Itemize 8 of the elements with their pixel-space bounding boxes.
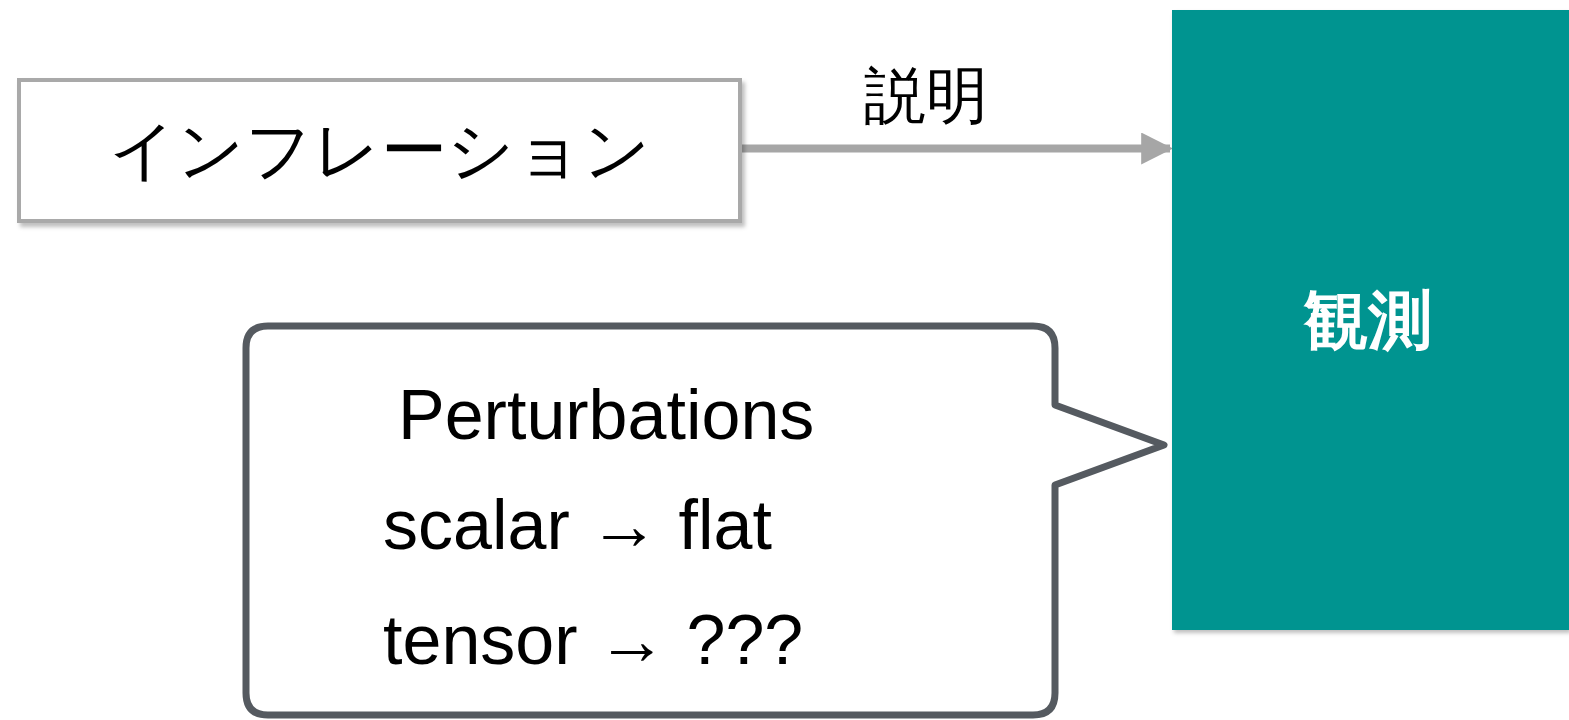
arrow bbox=[742, 132, 1174, 165]
callout-text: tensor → ??? bbox=[383, 600, 804, 680]
edge-label: 説明 bbox=[864, 59, 988, 132]
speech-bubble bbox=[240, 320, 1170, 720]
callout-text: Perturbations bbox=[398, 375, 815, 455]
process-box: インフレーション bbox=[17, 78, 742, 223]
callout-text: scalar → flat bbox=[383, 485, 772, 565]
observation-box: 観測 bbox=[1172, 10, 1569, 630]
